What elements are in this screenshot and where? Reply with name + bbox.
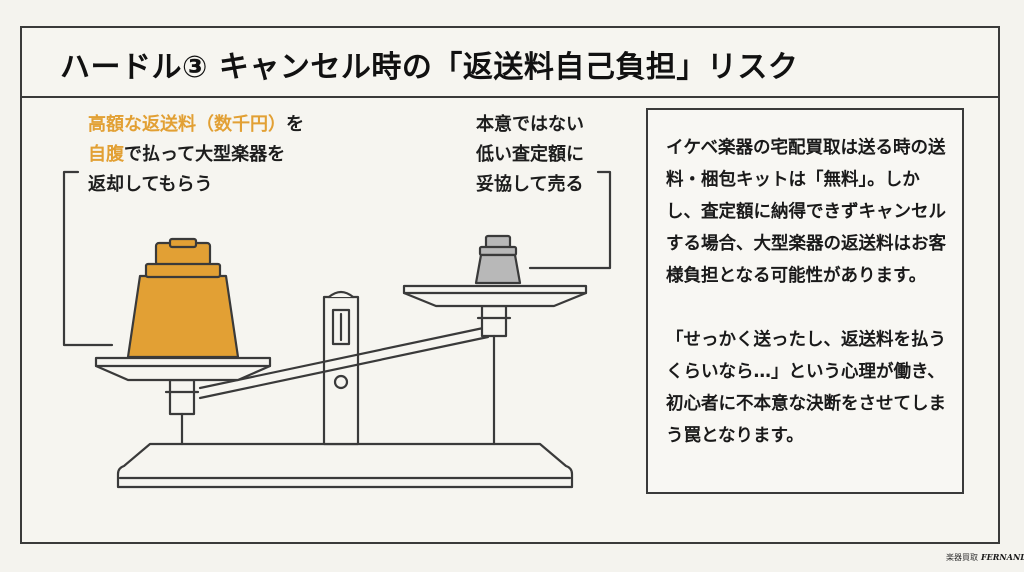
- explanation-paragraph-2: 「せっかく送ったし、返送料を払うくらいなら…」という心理が働き、初心者に不本意な…: [666, 330, 946, 446]
- right-leader-line: [528, 170, 612, 270]
- heavy-side-label: 高額な返送料（数千円）を 自腹で払って大型楽器を 返却してもらう: [88, 114, 304, 195]
- scale-base: [116, 442, 574, 489]
- return-fee-highlight: 高額な返送料（数千円）: [88, 114, 286, 135]
- left-pan: [94, 356, 272, 382]
- brand-logo: 楽器買取FERNANDES: [946, 552, 1024, 562]
- light-weight: [474, 234, 522, 285]
- explanation-box: イケベ楽器の宅配買取は送る時の送料・梱包キットは「無料」。しかし、査定額に納得で…: [646, 108, 964, 494]
- light-side-label: 本意ではない 低い査定額に 妥協して売る: [476, 114, 584, 195]
- left-leader-line: [62, 170, 114, 347]
- self-pay-highlight: 自腹: [88, 144, 124, 165]
- scale-beam: [198, 325, 490, 390]
- explanation-paragraph-1: イケベ楽器の宅配買取は送る時の送料・梱包キットは「無料」。しかし、査定額に納得で…: [666, 138, 946, 286]
- right-pan: [402, 284, 588, 308]
- title-bar: ハードル③ キャンセル時の「返送料自己負担」リスク: [22, 28, 998, 98]
- heavy-weight: [126, 237, 240, 359]
- page-title: ハードル③ キャンセル時の「返送料自己負担」リスク: [60, 50, 799, 85]
